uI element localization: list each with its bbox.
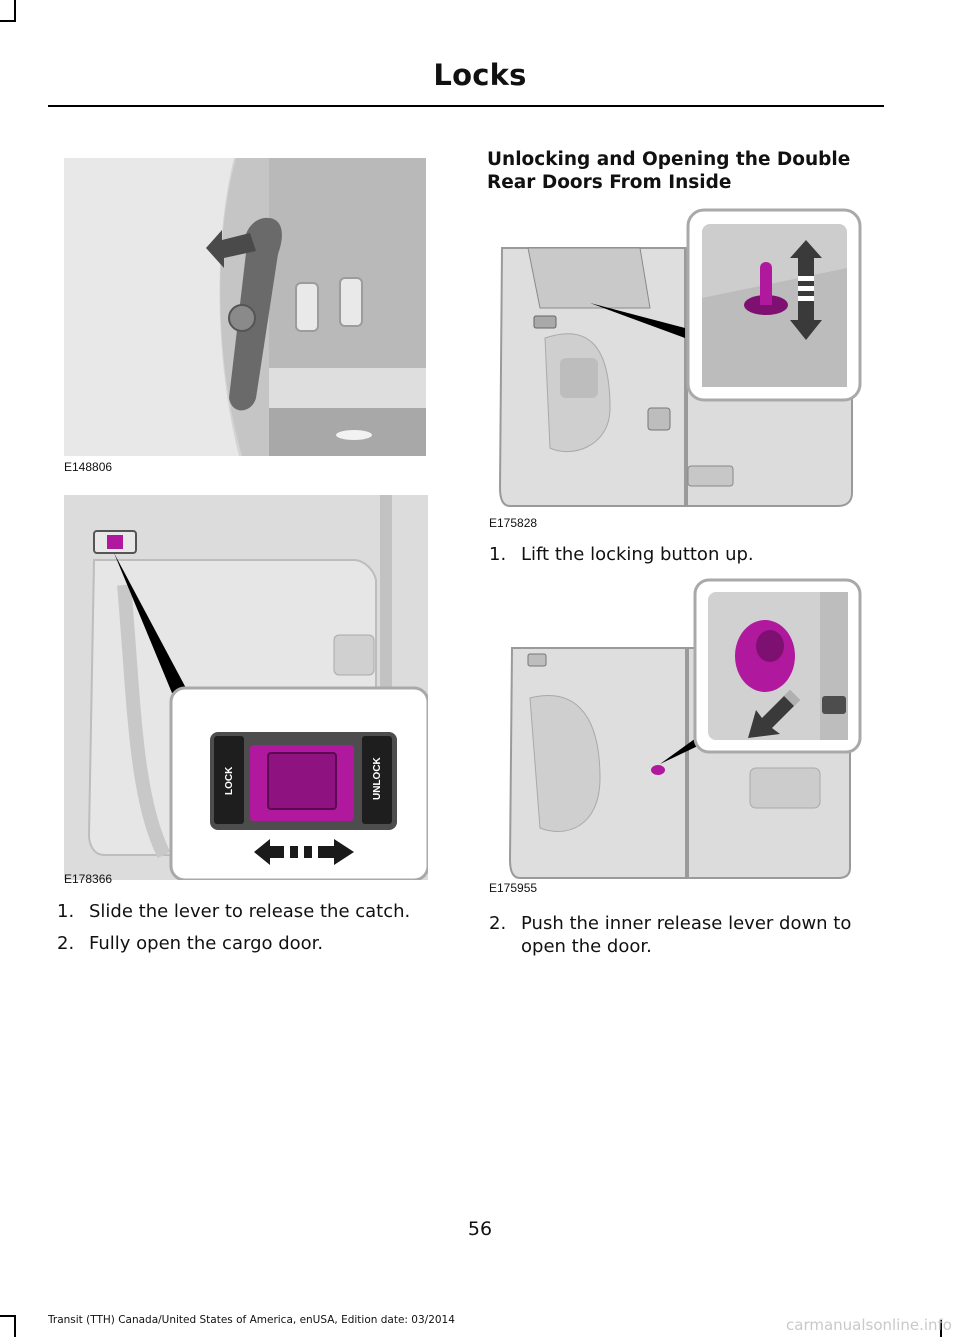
right-step-2-text-line-1: Push the inner release lever down to <box>521 913 852 934</box>
right-step-1-number: 1. <box>489 544 507 565</box>
figure-lock-unlock-control: LOCK UNLOCK <box>64 495 428 880</box>
left-step-2-number: 2. <box>57 933 75 954</box>
lock-label: LOCK <box>224 766 235 795</box>
figure-code-e178366: E178366 <box>64 872 113 886</box>
header-divider <box>48 105 884 107</box>
section-heading-line-2: Rear Doors From Inside <box>487 172 732 193</box>
crop-mark-bl-v <box>14 1317 16 1337</box>
figure-rear-door-lock-button <box>490 208 864 513</box>
page-number: 56 <box>467 1218 493 1240</box>
section-heading: Unlocking and Opening the Double Rear Do… <box>487 148 867 194</box>
watermark: carmanualsonline.info <box>786 1316 952 1334</box>
figure-inner-release-lever <box>490 578 864 880</box>
footer-edition: Transit (TTH) Canada/United States of Am… <box>48 1314 455 1326</box>
figure-code-e175955: E175955 <box>489 881 538 895</box>
left-step-2-text: Fully open the cargo door. <box>89 933 324 954</box>
right-step-2-text: Push the inner release lever down to ope… <box>521 912 851 958</box>
figure-code-e148806: E148806 <box>64 460 113 474</box>
figure-sliding-door-lever <box>64 158 426 456</box>
right-step-2-number: 2. <box>489 913 507 934</box>
right-step-2-text-line-2: open the door. <box>521 936 652 957</box>
page-title: Locks <box>433 58 527 92</box>
crop-mark-br-v <box>940 1320 942 1337</box>
section-heading-line-1: Unlocking and Opening the Double <box>487 149 851 170</box>
left-step-1-text: Slide the lever to release the catch. <box>89 901 411 922</box>
crop-mark-tl-v <box>14 0 16 20</box>
right-step-2: 2. Push the inner release lever down to … <box>489 912 889 960</box>
left-step-1-number: 1. <box>57 901 75 922</box>
unlock-label: UNLOCK <box>372 756 383 800</box>
figure-code-e175828: E175828 <box>489 516 538 530</box>
right-step-1-text: Lift the locking button up. <box>521 544 754 565</box>
crop-mark-tl-h <box>0 20 16 22</box>
crop-mark-bl-h <box>0 1315 16 1317</box>
